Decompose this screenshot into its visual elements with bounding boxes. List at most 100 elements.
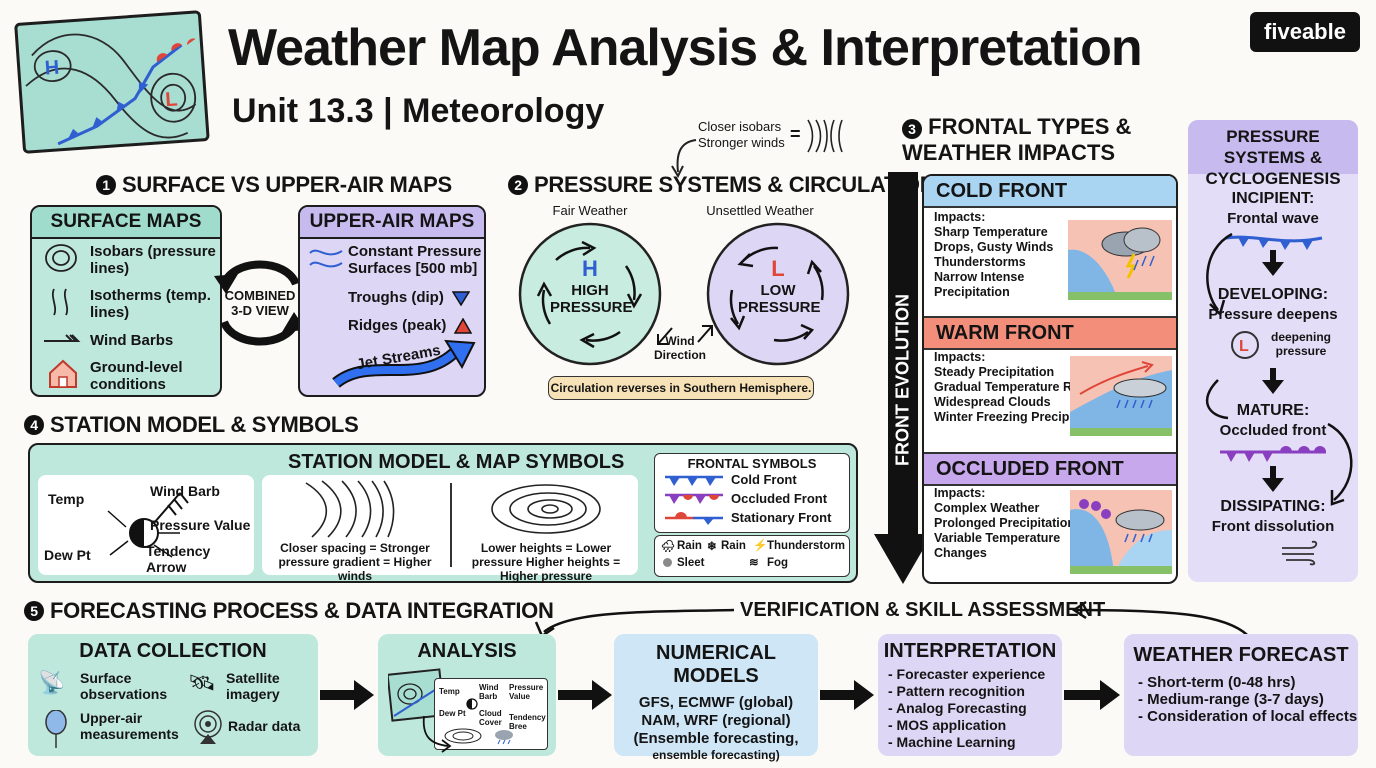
model-tendency-label: Tendency Arrow xyxy=(146,543,211,575)
sleet-dot-icon xyxy=(663,558,672,567)
flow-arrow-3 xyxy=(820,680,874,710)
isobar-contour-card: Closer spacing = Stronger pressure gradi… xyxy=(262,475,638,583)
wave-lines-icon xyxy=(309,249,343,268)
surface-item-isobars: Isobars (pressure lines) xyxy=(90,243,216,277)
curved-arrow-icon xyxy=(671,139,697,178)
models-line-1: GFS, ECMWF (global) xyxy=(638,694,794,711)
fair-weather-label: Fair Weather xyxy=(552,203,628,218)
section2-title: 2 PRESSURE SYSTEMS & CIRCULATION xyxy=(508,172,936,198)
occluded-front-illustration xyxy=(1070,490,1172,574)
surface-item-ground: Ground-level conditions xyxy=(90,359,183,393)
balloon-icon xyxy=(45,710,67,748)
ridge-triangle-icon xyxy=(454,317,473,334)
page-title: Weather Map Analysis & Interpretation xyxy=(228,19,1143,77)
data-collection-box: DATA COLLECTION 📡 Surface observations 🛰… xyxy=(28,634,318,756)
isotherm-lines-icon xyxy=(51,288,69,316)
mini-temp: Temp xyxy=(439,687,460,696)
interpretation-title: INTERPRETATION xyxy=(883,640,1057,662)
warm-impact-4: Winter Freezing Precip. xyxy=(934,410,1073,424)
section3-title-text: FRONTAL TYPES & WEATHER IMPACTS xyxy=(902,114,1132,165)
section2-number: 2 xyxy=(508,175,528,195)
cyclogenesis-title: PRESSURE SYSTEMS & CYCLOGENESIS xyxy=(1188,120,1358,188)
forecast-list: - Short-term (0-48 hrs) - Medium-range (… xyxy=(1138,674,1357,725)
section1-number: 1 xyxy=(96,175,116,195)
surface-maps-panel: SURFACE MAPS Isobars (pressure lines) Is… xyxy=(30,205,222,397)
trough-triangle-icon xyxy=(451,290,470,306)
rain-cloud-icon: 🌧 xyxy=(661,541,676,553)
satellite-icon: 🛰 xyxy=(188,670,216,695)
page-subtitle: Unit 13.3 | Meteorology xyxy=(232,92,605,130)
cold-front-header: COLD FRONT xyxy=(924,176,1176,208)
model-barb-label: Wind Barb xyxy=(150,483,220,499)
developing-label: DEVELOPING: xyxy=(1217,286,1329,303)
collection-surface: Surface observations xyxy=(80,670,168,702)
incipient-label: INCIPIENT: xyxy=(1231,190,1315,207)
warm-impacts-label: Impacts: xyxy=(934,350,986,364)
high-pressure-circle xyxy=(518,222,662,366)
jet-stream-arrow xyxy=(332,339,476,388)
warm-front-impacts: Impacts: Steady Precipitation Gradual Te… xyxy=(934,350,1089,425)
occluded-front-symbol-label: Occluded Front xyxy=(731,491,828,506)
forecast-title: WEATHER FORECAST xyxy=(1133,644,1349,666)
cycle-curve-left xyxy=(1206,232,1233,420)
section1-title: 1 SURFACE VS UPPER-AIR MAPS xyxy=(96,172,452,198)
dissipating-wind-icon xyxy=(1282,540,1318,566)
down-arrow-3 xyxy=(1262,466,1284,492)
cold-impacts-label: Impacts: xyxy=(934,210,986,224)
model-temp-label: Temp xyxy=(48,491,85,507)
wind-barb-icon xyxy=(44,334,81,342)
cold-impact-4: Narrow Intense xyxy=(934,270,1025,284)
frontal-symbols-title: FRONTAL SYMBOLS xyxy=(687,456,817,471)
upper-item-troughs: Troughs (dip) xyxy=(348,289,470,306)
section2-title-text: PRESSURE SYSTEMS & CIRCULATION xyxy=(534,172,936,197)
models-line-4: ensemble forecasting) xyxy=(652,748,780,762)
warm-front-header: WARM FRONT xyxy=(924,316,1176,350)
isobar-note-equals: = xyxy=(790,124,801,144)
cold-impact-2: Drops, Gusty Winds xyxy=(934,240,1054,254)
low-letter: L xyxy=(771,256,785,281)
fog-icon: ≋ xyxy=(749,557,759,569)
cold-front-symbol-label: Cold Front xyxy=(731,472,797,487)
stationary-front-symbol-label: Stationary Front xyxy=(731,510,832,525)
analysis-box: ANALYSIS Temp Wind Barb Pressure Value D… xyxy=(378,634,556,756)
warm-impact-3: Widespread Clouds xyxy=(934,395,1051,409)
cold-front-impacts: Impacts: Sharp Temperature Drops, Gusty … xyxy=(934,210,1053,300)
deepening-label: deepening pressure xyxy=(1270,330,1331,358)
wind-direction-label: Wind Direction xyxy=(653,334,706,362)
section1-title-text: SURFACE VS UPPER-AIR MAPS xyxy=(122,172,452,197)
occ-impact-3: Variable Temperature xyxy=(934,531,1061,545)
occ-impacts-label: Impacts: xyxy=(934,486,986,500)
models-line-2: NAM, WRF (regional) xyxy=(641,712,791,729)
station-panel-title: STATION MODEL & MAP SYMBOLS xyxy=(288,451,625,473)
isobar-spacing-icon xyxy=(305,480,395,538)
warm-impact-2: Gradual Temperature Rise xyxy=(934,380,1090,394)
front-evolution-label: FRONT EVOLUTION xyxy=(892,294,913,466)
occluded-front-impacts: Impacts: Complex Weather Prolonged Preci… xyxy=(934,486,1075,561)
analysis-mini-card: Temp Wind Barb Pressure Value Dew Pt Clo… xyxy=(434,678,548,750)
deepening-low-letter: L xyxy=(1239,338,1249,355)
occ-impact-2: Prolonged Precipitation xyxy=(934,516,1075,530)
verification-feedback-arrow xyxy=(534,600,1251,639)
header-map-icon: H L xyxy=(14,10,210,156)
wx-sleet-label: Sleet xyxy=(677,557,705,569)
section5-number: 5 xyxy=(24,601,44,621)
high-pressure-label: HIGH PRESSURE xyxy=(550,282,633,316)
mini-contour-icon xyxy=(444,728,482,744)
isobar-circles-icon xyxy=(45,244,77,272)
model-pressure-label: Pressure Value xyxy=(150,517,251,533)
wx-rain-label: Rain xyxy=(677,540,702,552)
flow-arrow-4 xyxy=(1064,680,1120,710)
stationary-front-symbol xyxy=(665,512,723,525)
numerical-models-box: NUMERICAL MODELS GFS, ECMWF (global) NAM… xyxy=(614,634,818,762)
section5-title: 5 FORECASTING PROCESS & DATA INTEGRATION xyxy=(24,598,554,624)
developing-desc: Pressure deepens xyxy=(1208,306,1338,323)
down-arrow-1 xyxy=(1262,250,1284,276)
wx-rain2-label: Rain xyxy=(721,540,746,552)
cold-impact-1: Sharp Temperature xyxy=(934,225,1048,239)
analysis-title: ANALYSIS xyxy=(417,640,517,662)
wx-thunder-label: Thunderstorm xyxy=(767,540,845,552)
mini-wind: Wind Barb xyxy=(479,683,499,701)
deepening-low-icon: L xyxy=(1231,331,1259,359)
section3-title: 3 FRONTAL TYPES & WEATHER IMPACTS xyxy=(902,114,1162,166)
dissipating-desc: Front dissolution xyxy=(1211,518,1335,535)
